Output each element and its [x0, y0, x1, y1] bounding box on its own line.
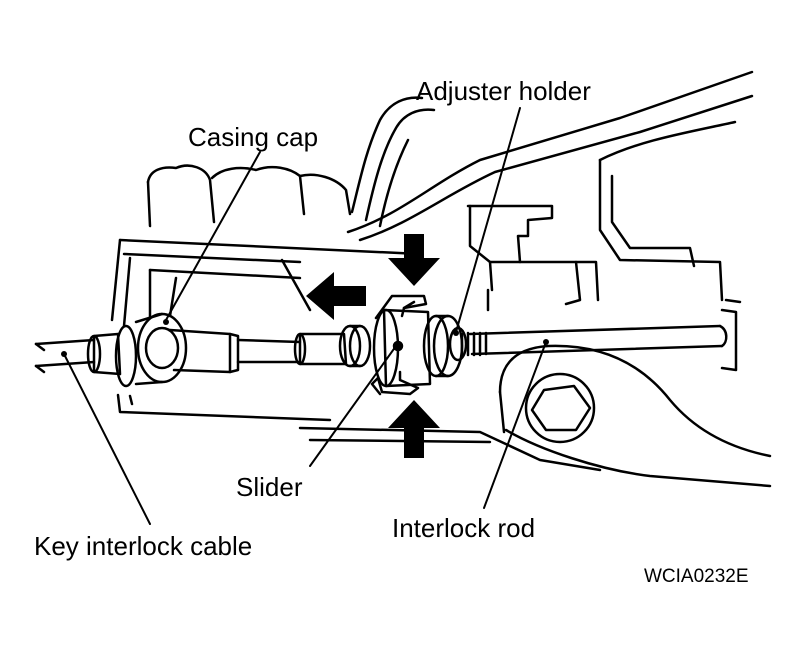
arrow-left-icon	[306, 272, 366, 320]
key-interlock-cable	[34, 312, 348, 388]
arrow-down-icon	[388, 234, 440, 286]
label-interlock-rod: Interlock rod	[392, 513, 535, 543]
figure-code: WCIA0232E	[644, 566, 749, 587]
label-adjuster-holder: Adjuster holder	[416, 76, 591, 106]
slider-assembly	[338, 294, 432, 396]
interlock-rod	[460, 324, 728, 357]
housing-bracket	[110, 70, 772, 488]
hex-bolt	[524, 372, 596, 444]
leader-lines	[63, 107, 547, 525]
adjuster-holder	[422, 314, 468, 378]
label-slider: Slider	[236, 472, 303, 502]
arrow-up-icon	[388, 400, 440, 458]
label-key-interlock-cable: Key interlock cable	[34, 531, 252, 561]
label-casing-cap: Casing cap	[188, 122, 318, 152]
